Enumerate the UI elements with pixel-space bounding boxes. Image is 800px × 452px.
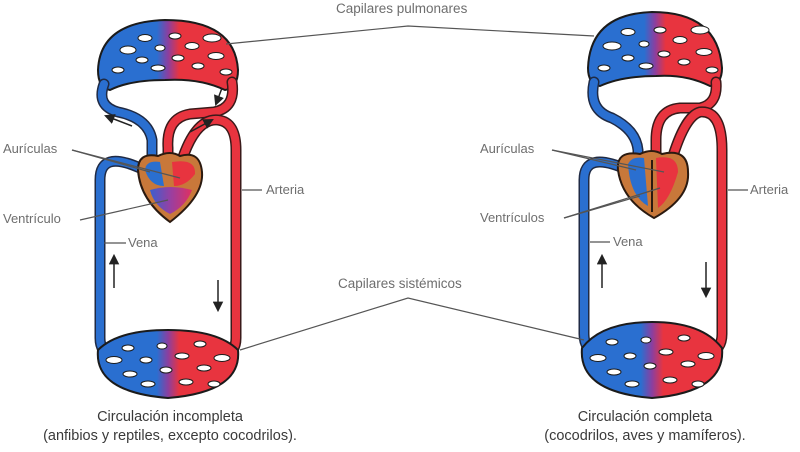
leader-lines-right (551, 149, 748, 243)
systemic-vein-left (94, 155, 146, 362)
ventricle-label-left: Ventrículo (3, 211, 61, 226)
pulmonary-capillaries-label: Capilares pulmonares (336, 1, 468, 16)
vein-label-right: Vena (613, 234, 643, 249)
caption-left-title: Circulación incompleta (97, 409, 243, 425)
heart-left (136, 152, 204, 224)
incomplete-circulation-diagram (71, 18, 262, 400)
systemic-capillary-bed-right (580, 320, 724, 400)
systemic-capillaries-label: Capilares sistémicos (338, 276, 462, 291)
artery-label-right: Arteria (750, 182, 789, 197)
flow-arrow-left-3 (214, 87, 224, 106)
vein-label-left: Vena (128, 235, 158, 250)
caption-left: Circulación incompleta (anfibios y repti… (0, 408, 340, 446)
caption-right-subtitle: (cocodrilos, aves y mamíferos). (544, 428, 746, 444)
caption-right-title: Circulación completa (577, 409, 713, 425)
pulmonary-capillary-bed-left (96, 18, 240, 92)
pulmonary-artery-right (650, 76, 722, 170)
capillary-leader-lines (225, 25, 595, 351)
caption-right: Circulación completa (cocodrilos, aves y… (490, 408, 800, 446)
caption-left-subtitle: (anfibios y reptiles, excepto cocodrilos… (43, 428, 297, 444)
heart-right (616, 150, 690, 220)
ventricles-label-right: Ventrículos (480, 210, 545, 225)
flow-arrow-left-1 (104, 114, 133, 127)
atria-label-right: Aurículas (480, 141, 535, 156)
leader-lines-left (71, 149, 262, 244)
flow-arrow-left-2 (189, 118, 214, 133)
pulmonary-vein-right (587, 76, 644, 172)
artery-label-left: Arteria (266, 182, 305, 197)
systemic-artery-right (664, 106, 728, 360)
atria-label-left: Aurículas (3, 141, 58, 156)
systemic-capillary-bed-left (96, 328, 240, 400)
pulmonary-return-vessel-left (96, 78, 158, 166)
pulmonary-artery-left (162, 76, 239, 166)
complete-circulation-diagram (551, 10, 748, 400)
pulmonary-capillary-bed-right (586, 10, 724, 88)
